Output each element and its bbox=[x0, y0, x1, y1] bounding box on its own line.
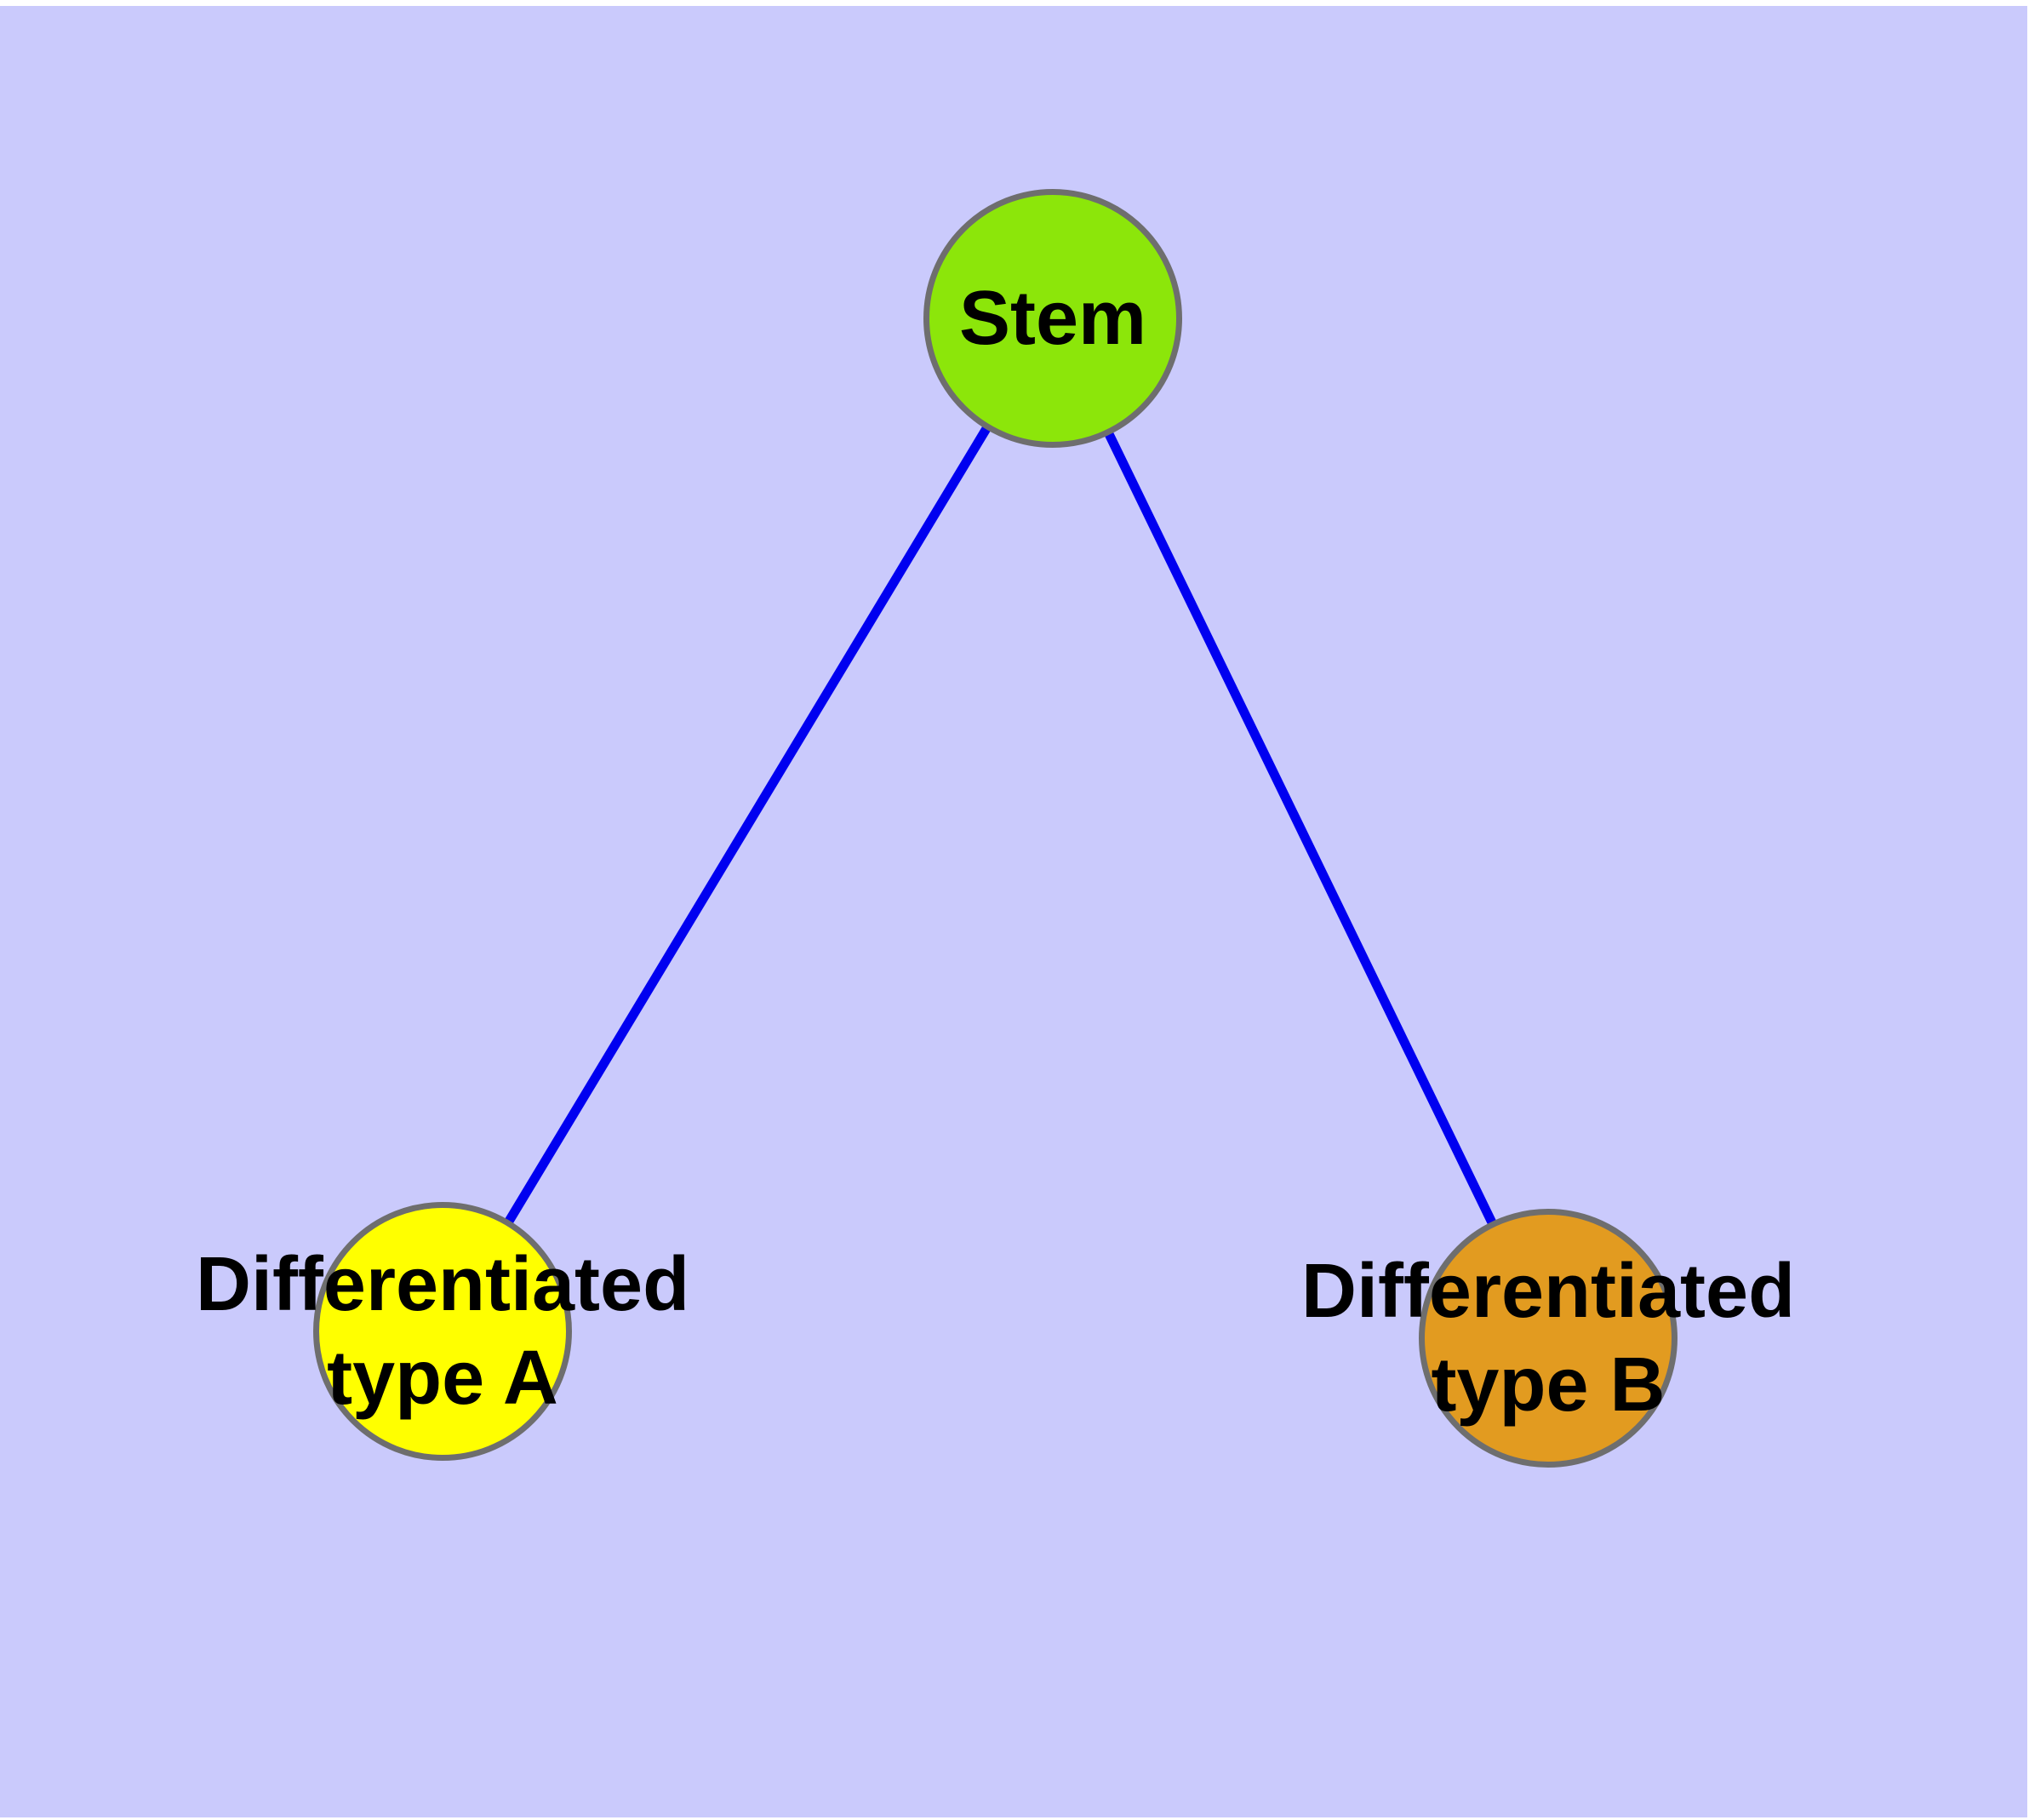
node-type-b-label: Differentiated type B bbox=[1301, 1245, 1795, 1432]
node-type-a-label-line2: type A bbox=[327, 1336, 558, 1421]
node-type-b-label-line2: type B bbox=[1431, 1342, 1666, 1428]
node-type-a-label: Differentiated type A bbox=[196, 1238, 689, 1425]
node-differentiated-type-a: Differentiated type A bbox=[196, 1202, 689, 1461]
node-differentiated-type-b: Differentiated type B bbox=[1301, 1209, 1795, 1468]
node-stem-label-line: Stem bbox=[958, 276, 1147, 361]
node-type-b-label-line1: Differentiated bbox=[1300, 1249, 1796, 1334]
node-type-a-label-line1: Differentiated bbox=[195, 1242, 690, 1327]
node-stem: Stem bbox=[923, 189, 1182, 448]
node-stem-label: Stem bbox=[959, 272, 1146, 365]
